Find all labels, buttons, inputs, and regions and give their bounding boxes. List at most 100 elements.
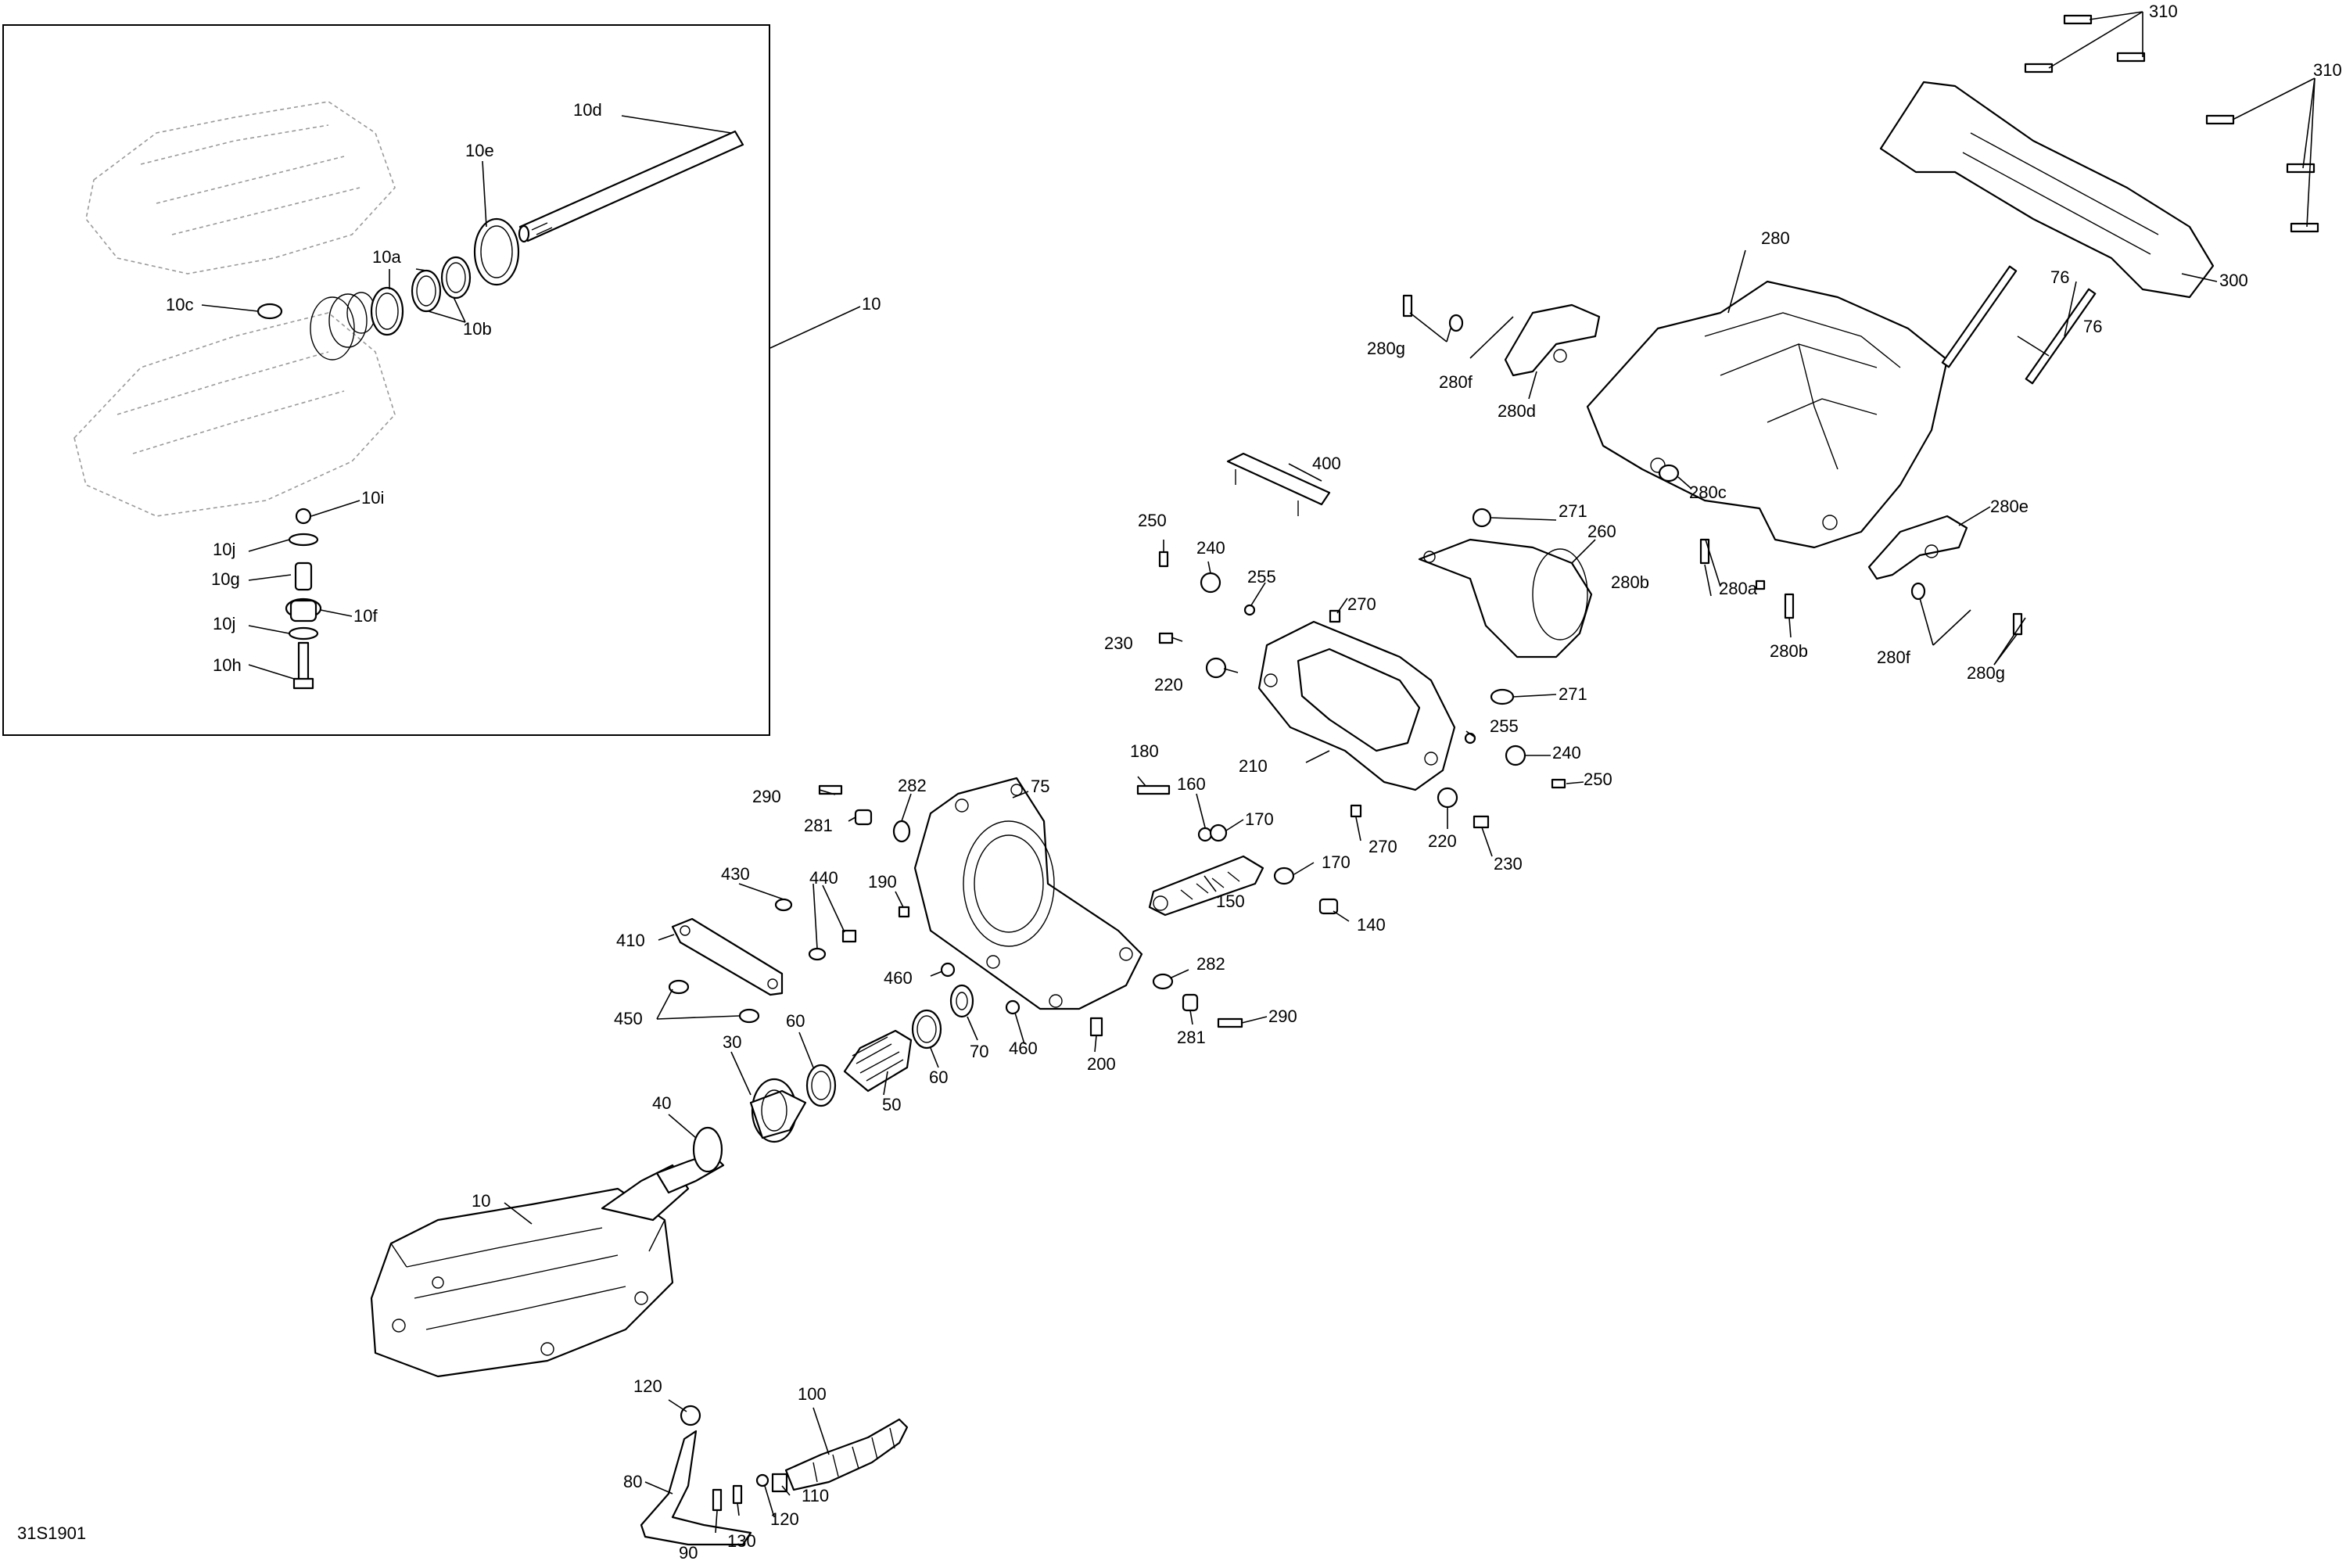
label-10-main: 10 (472, 1191, 490, 1211)
label-281-a: 281 (804, 816, 833, 835)
part-271-washer-b (1490, 688, 1515, 705)
label-240-b: 240 (1552, 743, 1581, 762)
label-270-b: 270 (1368, 837, 1397, 856)
part-281-spacer-b (1182, 993, 1199, 1012)
label-271-a: 271 (1559, 501, 1587, 521)
part-120-clamp-b (755, 1473, 769, 1487)
part-310-bolt-5 (2286, 163, 2316, 174)
label-10j-a: 10j (213, 540, 235, 559)
part-220-nut-a (1205, 657, 1227, 679)
label-70: 70 (970, 1042, 988, 1061)
part-440-nut (841, 929, 857, 943)
part-120-clamp-a (680, 1405, 701, 1426)
gear-cluster (310, 292, 376, 361)
part-430-washer-b (808, 947, 827, 961)
part-280-cover (1586, 280, 1949, 549)
label-280g-b: 280g (1967, 663, 2005, 683)
part-310-bolt-6 (2290, 222, 2319, 233)
label-76-b: 76 (2083, 317, 2102, 336)
part-130-fitting (732, 1484, 743, 1505)
part-100-boot (784, 1418, 909, 1491)
label-282-a: 282 (898, 776, 927, 795)
part-40-clip (692, 1126, 723, 1173)
part-280g-bolt-b (2012, 612, 2023, 636)
part-10e-ring (473, 217, 520, 286)
label-280: 280 (1761, 228, 1790, 248)
label-260: 260 (1587, 522, 1616, 541)
part-310-bolt-4 (2205, 114, 2235, 125)
part-260-shroud (1418, 538, 1593, 658)
part-270-fitting-b (1350, 804, 1362, 818)
label-50: 50 (882, 1095, 901, 1114)
label-150: 150 (1216, 892, 1245, 911)
label-140: 140 (1357, 915, 1386, 935)
label-250-a: 250 (1138, 511, 1167, 530)
label-310-a: 310 (2149, 2, 2178, 21)
part-240-bushing-b (1505, 745, 1526, 766)
part-220-nut-b (1437, 787, 1458, 809)
part-230-stud-a (1158, 632, 1174, 644)
part-76-bolt-b (2025, 288, 2097, 385)
label-10-kit: 10 (862, 294, 881, 314)
part-280c-grommet (1658, 464, 1680, 483)
part-280b-bolt-b (1784, 593, 1795, 619)
part-30-coupler (749, 1078, 807, 1143)
part-280f-washer-a (1448, 314, 1464, 332)
label-281-b: 281 (1177, 1028, 1206, 1047)
label-75: 75 (1031, 777, 1049, 796)
label-290-a: 290 (752, 787, 781, 806)
label-10b: 10b (463, 319, 492, 339)
label-10h: 10h (213, 655, 242, 675)
label-210: 210 (1239, 756, 1268, 776)
label-270-a: 270 (1347, 594, 1376, 614)
label-190: 190 (868, 872, 897, 892)
label-430: 430 (721, 864, 750, 884)
label-10d: 10d (573, 100, 602, 120)
label-10f: 10f (353, 606, 378, 626)
label-76-a: 76 (2050, 267, 2069, 287)
label-310-b: 310 (2313, 60, 2342, 80)
label-60-a: 60 (786, 1011, 805, 1031)
label-280b-b: 280b (1770, 641, 1808, 661)
part-430-washer-a (774, 898, 793, 912)
part-170-washer-b (1273, 867, 1295, 885)
label-460-b: 460 (1009, 1039, 1038, 1058)
part-460-nut-a (940, 962, 956, 978)
label-400: 400 (1312, 454, 1341, 473)
label-180: 180 (1130, 741, 1159, 761)
label-300: 300 (2219, 271, 2248, 290)
part-280a-nut (1755, 579, 1766, 590)
part-90-fitting (712, 1488, 723, 1512)
label-280d: 280d (1498, 401, 1536, 421)
ghost-housing-base (74, 312, 396, 517)
mount-stack (285, 508, 322, 690)
part-410-bracket (671, 917, 784, 996)
part-310-bolt-2 (2024, 63, 2054, 74)
part-75-mounting-plate (913, 777, 1143, 1010)
part-300-rail (1879, 81, 2215, 299)
part-190-bolt (898, 906, 910, 918)
part-280f-washer-b (1910, 582, 1926, 601)
label-40: 40 (652, 1093, 671, 1113)
label-280a: 280a (1719, 579, 1758, 598)
label-230-b: 230 (1494, 854, 1523, 874)
part-76-bolt-a (1941, 265, 2018, 368)
part-210-frame (1257, 620, 1456, 791)
diagram-code: 31S1901 (17, 1523, 86, 1543)
part-10-supercharger-housing (370, 1152, 725, 1378)
label-280f-b: 280f (1877, 648, 1911, 667)
label-10g: 10g (211, 569, 240, 589)
label-250-b: 250 (1584, 770, 1612, 789)
label-280c: 280c (1689, 483, 1727, 502)
part-450-washer-b (738, 1008, 760, 1024)
label-282-b: 282 (1196, 954, 1225, 974)
label-280e: 280e (1990, 497, 2029, 516)
part-270-fitting-a (1329, 609, 1341, 623)
label-280b-a: 280b (1611, 572, 1649, 592)
part-10d-shaft (518, 130, 744, 243)
part-250-bolt-a (1158, 551, 1169, 568)
label-460-a: 460 (884, 968, 913, 988)
part-230-stud-b (1473, 815, 1490, 829)
part-240-bushing-a (1200, 572, 1221, 594)
part-281-spacer-a (854, 809, 873, 826)
